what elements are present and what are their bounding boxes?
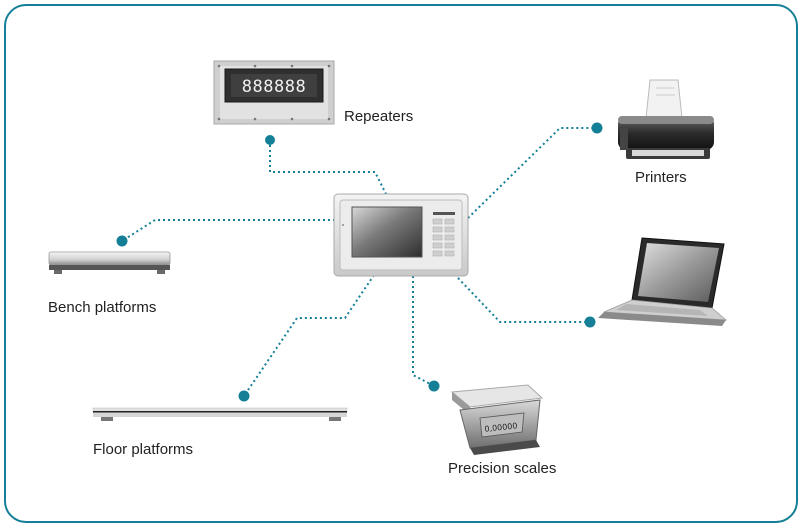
connector-dot-bench: [116, 235, 128, 247]
repeaters-label: Repeaters: [344, 108, 414, 125]
connector-dot-laptop: [584, 316, 596, 328]
connector-floor: [243, 274, 375, 397]
connector-printer: [467, 127, 597, 219]
precision-scale-icon: 0,00000: [450, 384, 544, 455]
connector-dot-floor: [238, 390, 250, 402]
connector-dot-repeater: [265, 135, 275, 145]
connector-laptop: [457, 277, 590, 323]
floor-platform-icon: [92, 407, 348, 421]
connector-dot-scale: [428, 380, 440, 392]
laptop-icon: [598, 237, 728, 326]
floor-platforms-label: Floor platforms: [93, 441, 194, 458]
precision-scales-label: Precision scales: [448, 460, 557, 477]
connector-scale: [412, 276, 435, 387]
printer-icon: [618, 79, 714, 159]
diagram-frame: [4, 4, 798, 523]
terminal-icon: [333, 193, 469, 277]
connector-dot-printer: [591, 122, 603, 134]
bench-platforms-label: Bench platforms: [48, 299, 157, 316]
repeater-display-text: 888888: [242, 77, 306, 97]
connector-bench: [121, 219, 340, 242]
bench-platform-icon: [48, 251, 171, 274]
scale-display-text: 0,00000: [484, 421, 518, 433]
connector-repeater: [269, 140, 387, 195]
printers-label: Printers: [635, 169, 687, 186]
repeater-icon: 888888: [213, 60, 335, 125]
